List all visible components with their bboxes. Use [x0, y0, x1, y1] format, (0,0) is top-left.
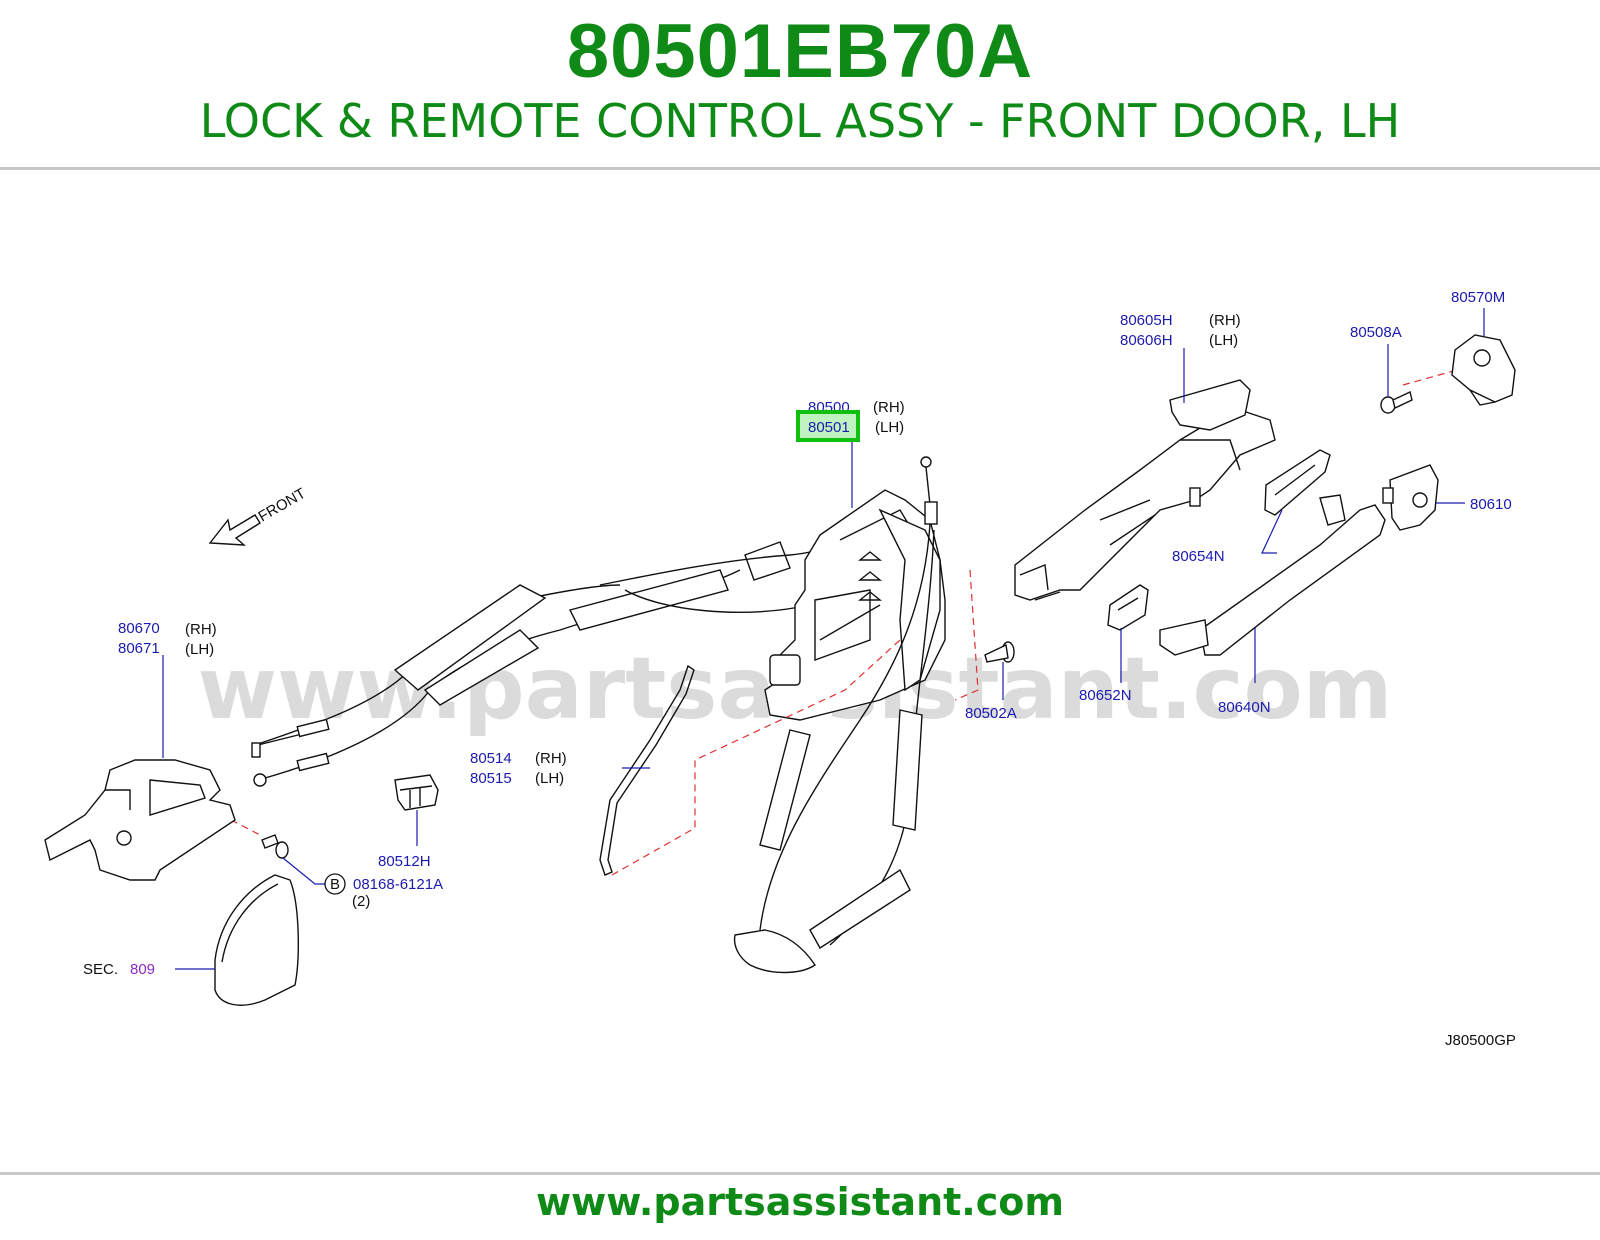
callout-80671-side: (LH) [185, 641, 214, 658]
clip-80512h [394, 774, 439, 811]
callout-80670-side: (RH) [185, 621, 217, 638]
footer-divider [0, 1172, 1600, 1175]
door-trim-sec-809 [214, 874, 299, 1006]
gasket-80652n [1107, 584, 1149, 631]
callout-80514[interactable]: 80514 [470, 750, 512, 767]
assembly-line-lock [954, 569, 979, 701]
inside-handle-80670 [44, 759, 236, 881]
outside-handle-80640n [1159, 494, 1386, 656]
callout-80606h-side: (LH) [1209, 332, 1238, 349]
screw-80508a [1380, 391, 1413, 414]
sec-reference: SEC. 809 [83, 961, 155, 978]
leader-lines [162, 308, 1485, 970]
bolt-circle-letter: B [330, 876, 340, 893]
callout-80515-side: (LH) [535, 770, 564, 787]
callout-80640n[interactable]: 80640N [1218, 699, 1271, 716]
callout-80606h[interactable]: 80606H [1120, 332, 1173, 349]
bracket-80570m [1451, 334, 1516, 406]
callout-80500-side: (RH) [873, 399, 905, 416]
callout-80512h[interactable]: 80512H [378, 853, 431, 870]
callout-80605h-side: (RH) [1209, 312, 1241, 329]
screw-80502a [984, 641, 1015, 663]
sec-number[interactable]: 809 [130, 961, 155, 978]
header-divider [0, 167, 1600, 170]
assembly-line-inside-handle [230, 819, 263, 837]
bolt-quantity: (2) [352, 893, 370, 910]
front-label: FRONT [256, 485, 309, 526]
callout-80501[interactable]: 80501 [808, 419, 850, 436]
control-cables [251, 541, 831, 787]
outside-handle-bracket [1014, 379, 1276, 601]
callout-80570m[interactable]: 80570M [1451, 289, 1505, 306]
callout-80670[interactable]: 80670 [118, 620, 160, 637]
part-description-title: LOCK & REMOTE CONTROL ASSY - FRONT DOOR,… [199, 94, 1401, 148]
callout-80654n[interactable]: 80654N [1172, 548, 1225, 565]
lock-rod [599, 664, 695, 876]
gasket-80654n [1264, 449, 1331, 516]
callout-80605h[interactable]: 80605H [1120, 312, 1173, 329]
highlight-box-80501 [796, 410, 860, 442]
callout-80515[interactable]: 80515 [470, 770, 512, 787]
front-direction-arrow: FRONT [208, 485, 309, 546]
sec-prefix: SEC. [83, 961, 118, 978]
callout-80508a[interactable]: 80508A [1350, 324, 1402, 341]
callout-80610[interactable]: 80610 [1470, 496, 1512, 513]
callout-08168-6121a[interactable]: 08168-6121A [353, 876, 443, 893]
callout-80500-80501: 80500 (RH) 80501 (LH) [796, 399, 905, 442]
door-lock-assembly [733, 456, 946, 974]
callout-80652n[interactable]: 80652N [1079, 687, 1132, 704]
footer-url-link[interactable]: www.partsassistant.com [536, 1180, 1064, 1224]
assembly-line-rod [611, 639, 901, 876]
callout-80671[interactable]: 80671 [118, 640, 160, 657]
key-cylinder-cover-80610 [1382, 464, 1439, 531]
drawing-code: J80500GP [1445, 1032, 1516, 1049]
part-number-title: 80501EB70A [566, 9, 1034, 94]
callout-80502a[interactable]: 80502A [965, 705, 1017, 722]
callout-80514-side: (RH) [535, 750, 567, 767]
callout-80501-side: (LH) [875, 419, 904, 436]
page-header: 80501EB70A LOCK & REMOTE CONTROL ASSY - … [0, 0, 1600, 170]
bolt-08168 [261, 834, 289, 859]
callout-08168: B 08168-6121A (2) [324, 873, 443, 910]
